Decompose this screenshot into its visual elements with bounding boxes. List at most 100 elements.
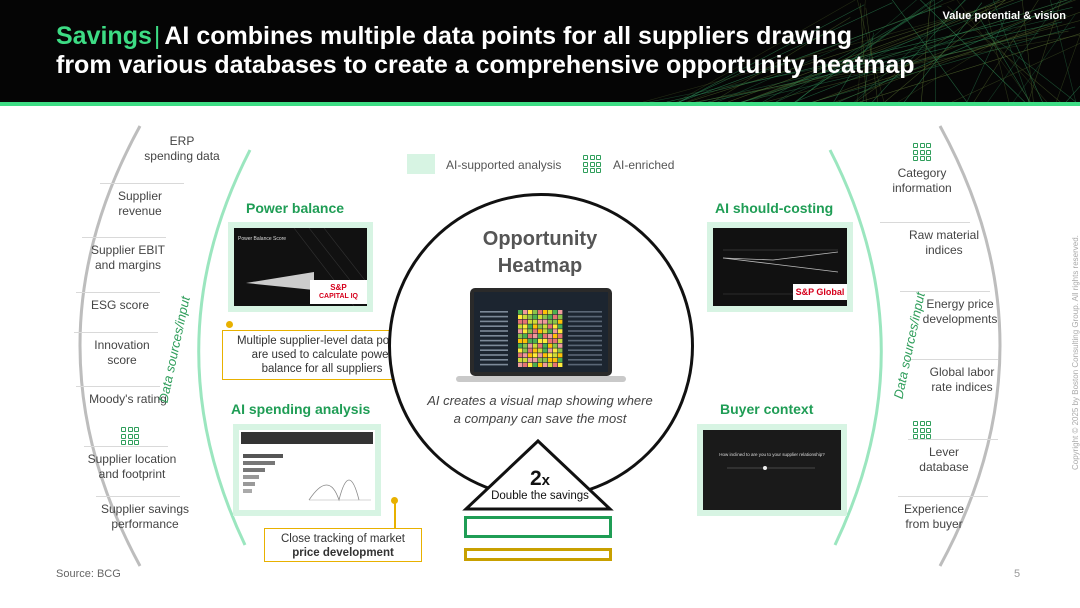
heatmap-cell — [543, 319, 548, 324]
heatmap-cell — [558, 310, 563, 315]
callout-dot — [226, 321, 233, 328]
ai-enriched-icon — [913, 143, 931, 161]
header-ray — [956, 0, 1032, 102]
heatmap-row-value — [568, 363, 602, 366]
heatmap-cell — [553, 329, 558, 334]
section-tagline: Value potential & vision — [942, 10, 1066, 22]
heatmap-cell — [523, 324, 528, 329]
left-source-item: ESG score — [90, 298, 150, 312]
header-ray — [951, 43, 1080, 102]
heatmap-cell — [548, 314, 553, 319]
title-keyword: Savings — [56, 22, 152, 50]
heatmap-row-label — [480, 311, 508, 313]
header-ray — [903, 2, 983, 102]
heatmap-cell — [558, 338, 563, 343]
header-ray — [694, 34, 1080, 102]
header-ray — [676, 0, 856, 102]
heatmap-cell — [518, 353, 523, 358]
heatmap-cell — [523, 329, 528, 334]
left-source-divider — [74, 332, 158, 333]
right-outer-arc — [938, 125, 1002, 567]
heatmap-cell — [548, 358, 553, 363]
ai-enriched-icon — [913, 421, 931, 439]
heatmap-cell — [548, 310, 553, 315]
heatmap-cell — [558, 358, 563, 363]
heatmap-cell — [543, 343, 548, 348]
header-ray — [695, 30, 1069, 102]
heatmap-cell — [558, 324, 563, 329]
heatmap-cell — [523, 319, 528, 324]
heatmap-cell — [528, 348, 533, 353]
heatmap-row-value — [568, 339, 602, 342]
header-ray — [698, 15, 1068, 102]
heatmap-row-value — [568, 330, 602, 332]
heatmap-cell — [553, 324, 558, 329]
buyer-context-screen-text: How inclined to are you to your supplier… — [719, 452, 825, 457]
heatmap-cell — [523, 338, 528, 343]
heatmap-cell — [553, 362, 558, 367]
heatmap-cell — [538, 314, 543, 319]
header-ray — [897, 9, 1049, 102]
heatmap-cell — [518, 343, 523, 348]
heatmap-cell — [553, 358, 558, 363]
heatmap-row-value — [568, 335, 602, 337]
heatmap-cell — [538, 324, 543, 329]
heatmap-cell — [528, 314, 533, 319]
heatmap-cell — [558, 362, 563, 367]
heatmap-cell — [543, 353, 548, 358]
heatmap-cell — [518, 329, 523, 334]
header-ray — [973, 0, 1039, 102]
heatmap-cell — [543, 329, 548, 334]
header-accent-stripe — [0, 102, 1080, 106]
buyer-context-screen: How inclined to are you to your supplier… — [703, 430, 841, 510]
heatmap-row-value — [568, 359, 602, 361]
savings-multiplier: 2x — [529, 467, 551, 490]
legend-ai-enriched: AI-enriched — [613, 158, 675, 172]
heatmap-cell — [523, 362, 528, 367]
header-decoration — [643, 0, 1080, 102]
header-ray — [860, 3, 867, 102]
header-ray — [678, 2, 893, 102]
heatmap-cell — [548, 348, 553, 353]
savings-pyramid — [462, 438, 614, 511]
heatmap-cell — [553, 314, 558, 319]
header-ray — [966, 11, 1009, 102]
heatmap-cell — [548, 324, 553, 329]
spending-analysis-callout: Close tracking of market price developme… — [264, 528, 422, 562]
header-ray — [865, 7, 879, 102]
heatmap-cell — [533, 362, 538, 367]
header-ray — [742, 0, 1015, 102]
heatmap-cell — [533, 343, 538, 348]
heatmap-cell — [548, 362, 553, 367]
heatmap-cell — [543, 362, 548, 367]
heatmap-cell — [558, 348, 563, 353]
header-ray — [687, 4, 994, 102]
heatmap-cell — [533, 319, 538, 324]
header-ray — [859, 33, 1080, 102]
heatmap-cell — [538, 338, 543, 343]
spending-analysis-graphic — [241, 432, 373, 502]
title-line-1: AI combines multiple data points for all… — [164, 22, 852, 50]
heatmap-row-label — [480, 335, 508, 337]
heatmap-cell — [543, 348, 548, 353]
heatmap-cell — [528, 353, 533, 358]
heatmap-cell — [523, 353, 528, 358]
header-ray — [643, 14, 959, 102]
power-balance-panel: Power Balance Score S&P CAPITAL IQ — [228, 222, 373, 312]
heatmap-cell — [533, 334, 538, 339]
right-source-divider — [908, 439, 998, 440]
heatmap-cell — [518, 319, 523, 324]
heatmap-cell — [553, 310, 558, 315]
heatmap-cell — [553, 319, 558, 324]
heatmap-row-label — [480, 344, 508, 347]
heatmap-cell — [548, 343, 553, 348]
heatmap-cell — [518, 314, 523, 319]
heatmap-cell — [558, 319, 563, 324]
header-ray — [742, 0, 1068, 102]
heatmap-grid — [480, 310, 602, 367]
heatmap-cell — [533, 324, 538, 329]
buyer-context-title: Buyer context — [720, 401, 814, 417]
